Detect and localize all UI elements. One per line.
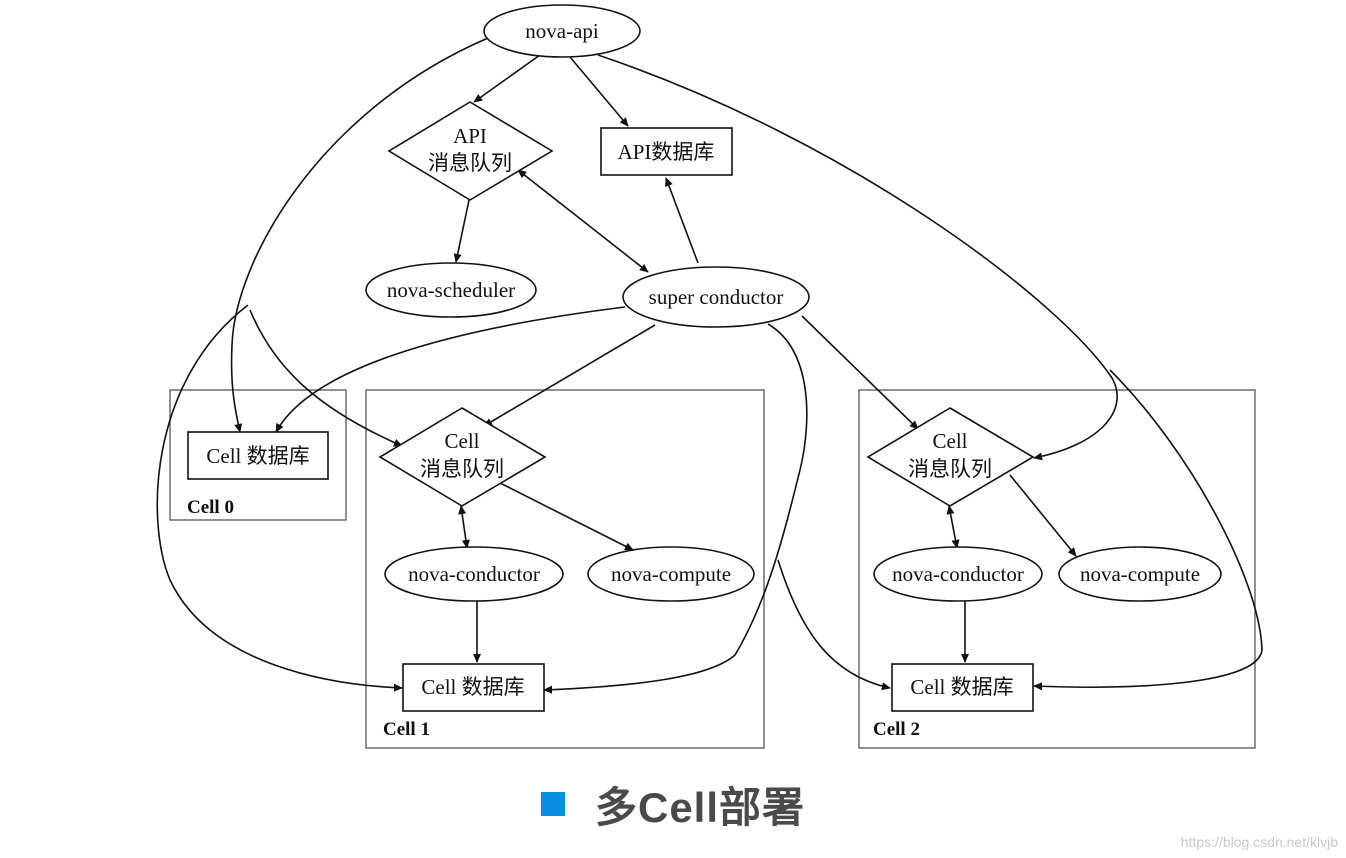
edge-super-conductor-to-cell2-db: [777, 559, 891, 691]
api-mq-label-line2: 消息队列: [428, 151, 512, 175]
cell2-mq-label-line1: Cell: [933, 429, 968, 453]
node-cell1-database: Cell 数据库: [402, 663, 545, 712]
node-nova-api: nova-api: [483, 4, 641, 58]
api-db-label: API数据库: [618, 140, 715, 164]
edge-nova-api-to-cell0-db: [230, 37, 489, 433]
caption-title: 多Cell部署: [594, 783, 806, 831]
nova-api-label: nova-api: [525, 19, 599, 43]
edge-super-conductor-to-cell1-db: [543, 323, 808, 694]
edge-nova-api-to-cell2-db: [1033, 369, 1263, 691]
node-cell1-message-queue: Cell 消息队列: [378, 407, 547, 507]
api-mq-label-line1: API: [453, 124, 487, 148]
node-nova-scheduler: nova-scheduler: [365, 262, 537, 318]
edge-cell1-mq-to-compute: [499, 482, 634, 551]
edges: [156, 37, 1263, 694]
node-cell2-message-queue: Cell 消息队列: [866, 407, 1035, 507]
edge-nova-api-to-cell1-db: [156, 304, 403, 692]
cluster-label-cell-2: Cell 2: [873, 719, 920, 740]
node-cell1-nova-conductor: nova-conductor: [384, 546, 564, 602]
edge-api-mq-to-scheduler: [453, 199, 470, 263]
edge-nova-api-to-cell1-mq: [249, 309, 403, 447]
cluster-label-cell-0: Cell 0: [187, 497, 234, 518]
edge-nova-api-to-cell2-mq: [597, 54, 1118, 461]
edge-cell1-mq-conductor: [458, 505, 470, 549]
cell1-mq-label-line2: 消息队列: [420, 457, 504, 481]
cell2-mq-label-line2: 消息队列: [908, 457, 992, 481]
cell2-conductor-label: nova-conductor: [892, 562, 1024, 586]
edge-api-mq-super-conductor: [517, 169, 649, 273]
cell1-compute-label: nova-compute: [611, 562, 731, 586]
caption-square-icon: [540, 792, 565, 816]
cell2-compute-label: nova-compute: [1080, 562, 1200, 586]
cell0-db-label: Cell 数据库: [206, 444, 309, 468]
super-conductor-label: super conductor: [649, 285, 784, 309]
edge-nova-api-to-api-db: [569, 56, 629, 127]
cluster-cell-2: Cell 2: [858, 389, 1256, 749]
edge-nova-api-to-api-mq: [473, 54, 541, 103]
caption: 多Cell部署: [0, 774, 1346, 834]
node-api-message-queue: API 消息队列: [387, 101, 554, 201]
edge-cell2-mq-conductor: [946, 505, 960, 549]
edge-super-conductor-to-api-db: [665, 177, 699, 264]
cluster-cell-1: Cell 1: [365, 389, 765, 749]
cell1-mq-label-line1: Cell: [445, 429, 480, 453]
node-cell0-database: Cell 数据库: [187, 431, 329, 480]
edge-super-conductor-to-cell0-db: [275, 306, 626, 433]
node-cell2-nova-conductor: nova-conductor: [873, 546, 1043, 602]
cell2-db-label: Cell 数据库: [910, 675, 1013, 699]
nova-scheduler-label: nova-scheduler: [387, 278, 515, 302]
cluster-label-cell-1: Cell 1: [383, 719, 430, 740]
node-super-conductor: super conductor: [622, 266, 810, 328]
node-cell2-database: Cell 数据库: [891, 663, 1034, 712]
edge-super-conductor-to-cell2-mq: [801, 315, 919, 430]
cluster-cell-0: Cell 0: [169, 389, 347, 521]
cell1-conductor-label: nova-conductor: [408, 562, 540, 586]
node-api-database: API数据库: [600, 127, 733, 176]
edge-cell2-mq-to-compute: [1009, 474, 1077, 557]
node-cell2-nova-compute: nova-compute: [1058, 546, 1222, 602]
node-cell1-nova-compute: nova-compute: [587, 546, 755, 602]
edge-super-conductor-to-cell1-mq: [483, 324, 656, 427]
cell1-db-label: Cell 数据库: [421, 675, 524, 699]
watermark: https://blog.csdn.net/klvjb: [1180, 834, 1338, 850]
